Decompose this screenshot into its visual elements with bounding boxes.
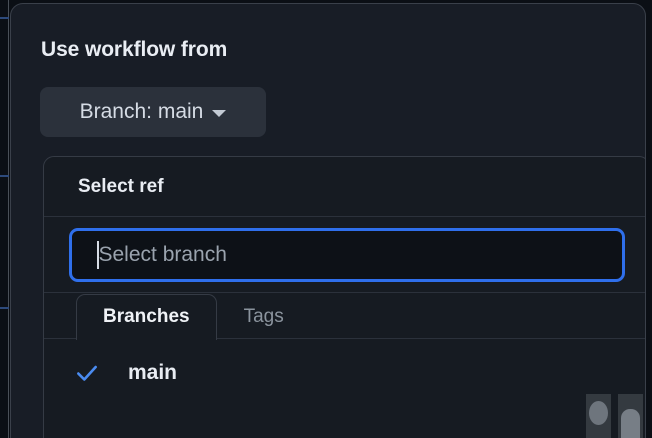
branch-selector-label: Branch: main: [79, 100, 204, 123]
select-ref-search-region: [44, 217, 645, 293]
tab-branches[interactable]: Branches: [76, 294, 217, 340]
avatar-glyph-icon: [589, 401, 608, 425]
branch-list: main: [44, 339, 645, 395]
use-workflow-from-dialog: Use workflow from Branch: main Select re…: [10, 3, 646, 438]
ref-tab-list: Branches Tags: [44, 293, 645, 340]
avatar[interactable]: [586, 394, 611, 438]
chevron-down-icon: [212, 110, 227, 117]
search-input-wrapper: [68, 227, 625, 282]
tab-tags[interactable]: Tags: [217, 293, 311, 339]
overlapping-widget-group: [586, 394, 645, 438]
list-item-label: main: [128, 361, 178, 384]
tab-branches-label: Branches: [103, 306, 190, 327]
branch-selector-button[interactable]: Branch: main: [40, 87, 266, 137]
list-item[interactable]: main: [44, 351, 645, 395]
backdrop-accent-rule: [0, 17, 9, 19]
select-ref-header: Select ref: [44, 157, 645, 217]
backdrop-accent-rule: [0, 307, 9, 309]
backdrop-accent-rule: [0, 175, 9, 177]
backdrop-divider: [8, 0, 9, 438]
select-ref-title: Select ref: [78, 175, 164, 197]
text-cursor-caret: [96, 240, 99, 269]
avatar[interactable]: [618, 394, 643, 438]
avatar-glyph-icon: [621, 409, 640, 438]
select-ref-panel: Select ref Branches Tags: [43, 156, 645, 438]
branch-search-input[interactable]: [68, 227, 625, 282]
dialog-title: Use workflow from: [41, 38, 228, 61]
tab-tags-label: Tags: [243, 305, 284, 327]
check-icon: [74, 360, 104, 386]
